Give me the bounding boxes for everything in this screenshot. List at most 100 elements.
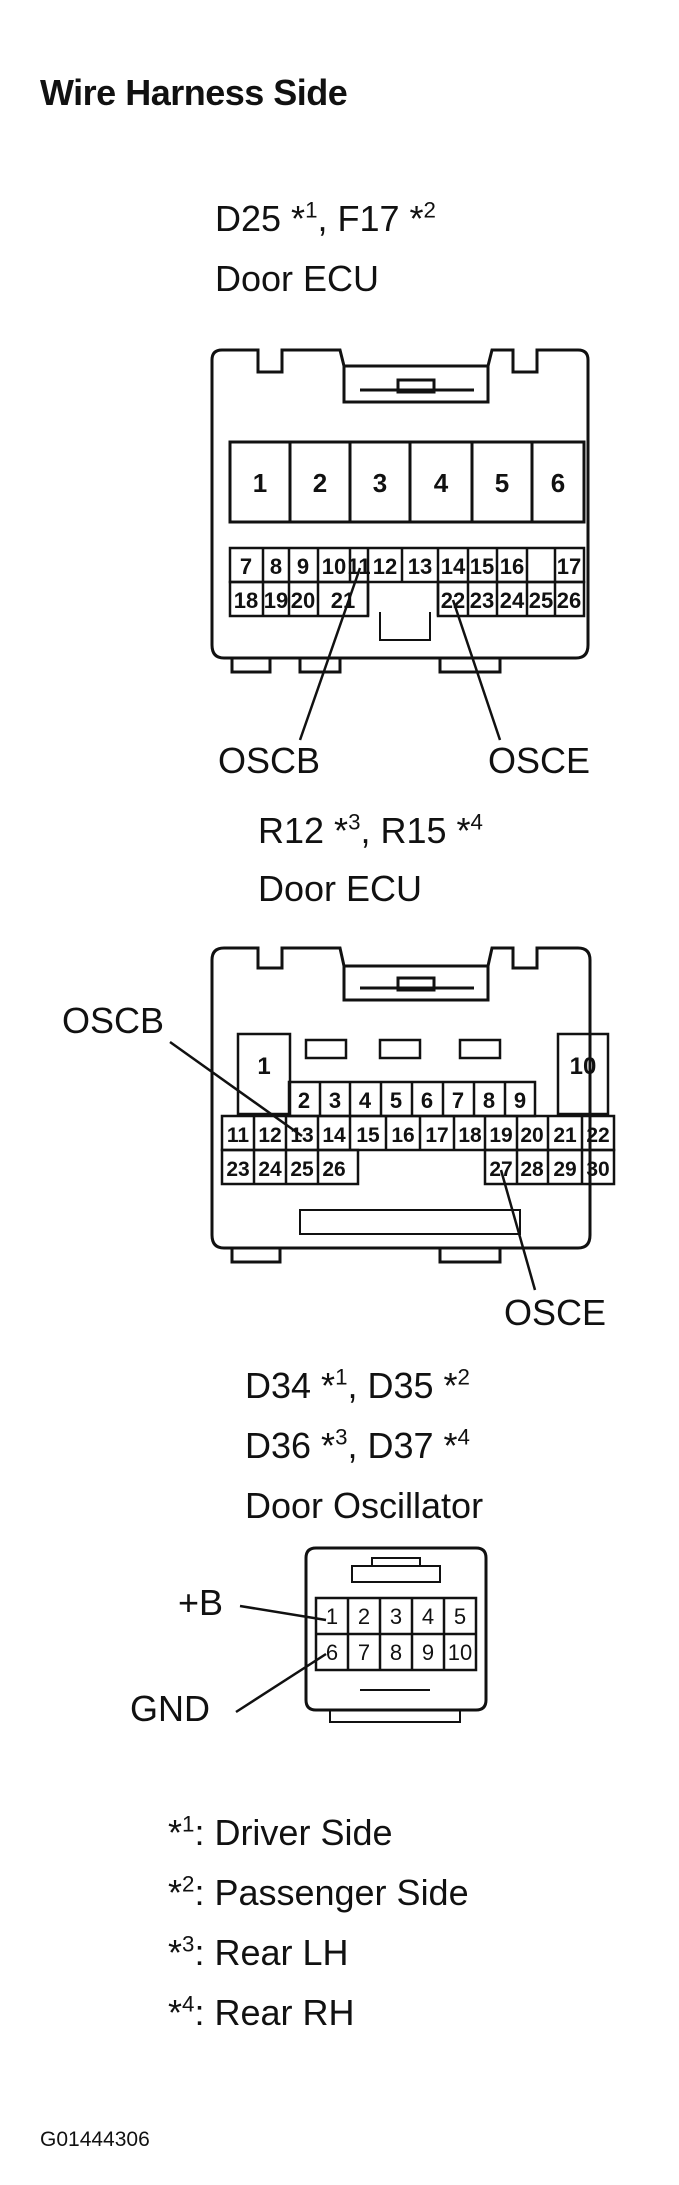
pin-label: 24 bbox=[258, 1158, 282, 1181]
pin-label: 6 bbox=[421, 1088, 433, 1113]
pin-label: 1 bbox=[257, 1053, 270, 1080]
connector2-row1-pin-labels: 2 3 4 5 6 7 8 9 bbox=[298, 1088, 526, 1113]
connector3-callout-gnd: GND bbox=[130, 1688, 210, 1729]
connector2-row3-pin-labels: 23 24 25 26 27 28 29 30 bbox=[226, 1158, 609, 1181]
pin-label: 3 bbox=[373, 468, 387, 498]
pin-label: 24 bbox=[500, 588, 525, 613]
pin-label: 4 bbox=[434, 468, 449, 498]
pin-label: 16 bbox=[500, 554, 524, 579]
pin-label: 8 bbox=[270, 554, 282, 579]
connector1-callout-oscb: OSCB bbox=[218, 740, 321, 781]
leader-line-oscb bbox=[169, 1040, 303, 1138]
pin-label: 2 bbox=[358, 1604, 370, 1629]
pin-label: 19 bbox=[489, 1124, 512, 1147]
pin-label: 22 bbox=[586, 1124, 609, 1147]
pin-label: 25 bbox=[529, 588, 553, 613]
pin-label: 11 bbox=[347, 554, 370, 579]
pin-label: 3 bbox=[390, 1604, 402, 1629]
connector2-pin-labels: 1 10 bbox=[257, 1053, 596, 1080]
connector2-leader-lines bbox=[169, 1040, 537, 1291]
connector1-leader-lines bbox=[298, 567, 502, 741]
pin-label: 23 bbox=[470, 588, 494, 613]
leader-line-osce bbox=[499, 1169, 537, 1291]
pin-label: 26 bbox=[322, 1158, 345, 1181]
pin-label: 30 bbox=[586, 1158, 609, 1181]
connector3-cavities bbox=[314, 1596, 478, 1672]
pin-label: 1 bbox=[326, 1604, 338, 1629]
connector2-label-line2: Door ECU bbox=[258, 868, 423, 909]
connector3-label-line3: Door Oscillator bbox=[245, 1485, 484, 1526]
connector3-row2-pin-labels: 6 7 8 9 10 bbox=[326, 1640, 472, 1665]
pin-label: 7 bbox=[358, 1640, 370, 1665]
pin-label: 12 bbox=[373, 554, 397, 579]
leader-line-osce bbox=[451, 599, 502, 741]
leader-line-plus-b bbox=[239, 1604, 327, 1622]
pin-label: 4 bbox=[359, 1088, 372, 1113]
pin-label: 2 bbox=[298, 1088, 310, 1113]
connector2-row2-pin-labels: 11 12 13 14 15 16 17 18 19 20 21 22 bbox=[227, 1124, 610, 1147]
leader-line-gnd bbox=[235, 1652, 327, 1714]
page-heading: Wire Harness Side bbox=[40, 72, 348, 113]
pin-label: 16 bbox=[391, 1124, 414, 1147]
connector2-body bbox=[210, 946, 592, 1264]
pin-label: 9 bbox=[422, 1640, 434, 1665]
connector2-cavity-dividers bbox=[252, 1082, 584, 1184]
pin-label: 7 bbox=[452, 1088, 464, 1113]
pin-label: 27 bbox=[489, 1158, 512, 1181]
connector1-large-cavities bbox=[228, 440, 586, 524]
pin-label: 5 bbox=[495, 468, 509, 498]
pin-label: 18 bbox=[458, 1124, 482, 1147]
pin-label: 12 bbox=[258, 1124, 281, 1147]
connector1-large-pin-labels: 1 2 3 4 5 6 bbox=[253, 468, 565, 498]
connector2-label-line1: R12 *3, R15 *4 bbox=[258, 809, 483, 851]
connector3-label-line1: D34 *1, D35 *2 bbox=[245, 1364, 470, 1406]
connector1-row1-pin-labels: 7 8 9 10 11 12 13 14 15 16 17 bbox=[240, 554, 581, 579]
pin-label: 20 bbox=[520, 1124, 543, 1147]
pin-label: 11 bbox=[227, 1124, 250, 1147]
pin-label: 15 bbox=[356, 1124, 380, 1147]
pin-label: 18 bbox=[234, 588, 258, 613]
pin-label: 14 bbox=[441, 554, 466, 579]
pin-label: 17 bbox=[425, 1124, 448, 1147]
legend-item: *2: Passenger Side bbox=[168, 1871, 469, 1913]
pin-label: 9 bbox=[514, 1088, 526, 1113]
pin-label: 19 bbox=[264, 588, 288, 613]
connector2-callout-osce: OSCE bbox=[504, 1292, 607, 1333]
pin-label: 5 bbox=[390, 1088, 402, 1113]
pin-label: 28 bbox=[520, 1158, 544, 1181]
pin-label: 26 bbox=[557, 588, 581, 613]
connector1-small-cavities bbox=[228, 546, 586, 618]
connector1-row2-pin-labels: 18 19 20 21 22 23 24 25 26 bbox=[234, 588, 581, 613]
connector3-body bbox=[304, 1546, 488, 1723]
pin-label: 7 bbox=[240, 554, 252, 579]
connector3-label-line2: D36 *3, D37 *4 bbox=[245, 1424, 470, 1466]
figure-code: G01444306 bbox=[40, 2128, 150, 2151]
pin-label: 21 bbox=[553, 1124, 577, 1147]
pin-label: 10 bbox=[570, 1053, 597, 1080]
pin-label: 6 bbox=[326, 1640, 338, 1665]
connector1-callout-osce: OSCE bbox=[488, 740, 591, 781]
pin-label: 2 bbox=[313, 468, 327, 498]
pin-label: 10 bbox=[322, 554, 346, 579]
connector3-callout-plus-b: +B bbox=[178, 1582, 224, 1623]
pin-label: 6 bbox=[551, 468, 565, 498]
legend-item: *4: Rear RH bbox=[168, 1991, 355, 2033]
connector2-callout-oscb: OSCB bbox=[62, 1000, 165, 1041]
pin-label: 9 bbox=[297, 554, 309, 579]
pin-label: 1 bbox=[253, 468, 267, 498]
pin-label: 29 bbox=[553, 1158, 576, 1181]
pin-label: 13 bbox=[408, 554, 432, 579]
pin-label: 15 bbox=[470, 554, 494, 579]
connector1-body bbox=[210, 348, 590, 674]
pin-label: 8 bbox=[483, 1088, 495, 1113]
pin-label: 3 bbox=[329, 1088, 341, 1113]
pin-label: 10 bbox=[448, 1640, 472, 1665]
leader-line-oscb bbox=[298, 567, 362, 741]
legend-item: *1: Driver Side bbox=[168, 1811, 393, 1853]
pin-label: 8 bbox=[390, 1640, 402, 1665]
connector1-label-line1: D25 *1, F17 *2 bbox=[215, 197, 436, 239]
pin-label: 17 bbox=[557, 554, 581, 579]
connector3-leader-lines bbox=[235, 1604, 327, 1714]
pin-label: 14 bbox=[322, 1124, 346, 1147]
